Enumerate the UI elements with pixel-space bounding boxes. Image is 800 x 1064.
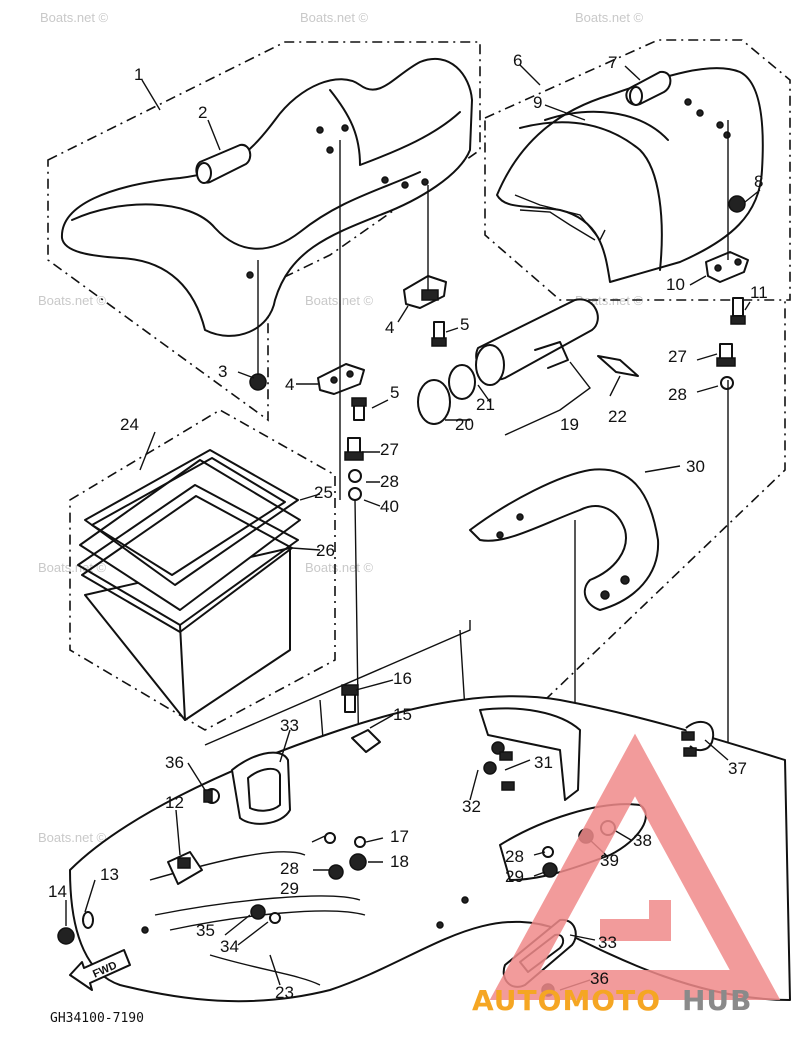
part-number-label: 37 [728,759,747,778]
brand-name-secondary: HUB [682,984,753,1017]
part-number-label: 5 [390,383,399,402]
part-number-label: 40 [380,497,399,516]
part-number-label: 28 [280,859,299,878]
group-boundaries [47,39,791,731]
part-number-label: 29 [280,879,299,898]
part-number-label: 7 [608,53,617,72]
part-number-label: 36 [590,969,609,988]
part-number-label: 27 [380,440,399,459]
watermark: Boats.net © [38,830,107,845]
watermark: Boats.net © [305,560,374,575]
part-number-label: 28 [380,472,399,491]
storage-tube [417,298,639,436]
part-number-label: 31 [534,753,553,772]
part-number-label: 2 [198,103,207,122]
part-number-label: 18 [390,852,409,871]
part-number-label: 10 [666,275,685,294]
part-number-label: 4 [285,375,294,394]
part-number-label: 4 [385,318,394,337]
part-number-label: 36 [165,753,184,772]
part-number-label: 16 [393,669,412,688]
part-number-label: 28 [505,847,524,866]
part-number-label: 35 [196,921,215,940]
part-number-label: 24 [120,415,139,434]
seat-hardware [249,195,749,501]
part-number-label: 1 [134,65,143,84]
leader-lines [65,64,761,991]
part-number-label: 22 [608,407,627,426]
part-number-label: 15 [393,705,412,724]
part-number-label: 14 [48,882,67,901]
seat-handle [195,143,252,184]
part-number-label: 20 [455,415,474,434]
part-number-label: 5 [460,315,469,334]
part-number-label: 3 [218,362,227,381]
part-number-label: 11 [750,283,768,302]
part-number-label: 34 [220,937,239,956]
watermark: Boats.net © [575,10,644,25]
watermark: Boats.net © [300,10,369,25]
part-number-label: 25 [314,483,333,502]
part-number-label: 39 [600,851,619,870]
part-number-label: 32 [462,797,481,816]
diagram-code: GH34100-7190 [50,1011,144,1026]
part-number-label: 17 [390,827,409,846]
part-number-label: 19 [560,415,579,434]
part-number-label: 26 [316,541,335,560]
watermark: Boats.net © [40,10,109,25]
part-number-label: 12 [165,793,184,812]
seat-rear [496,67,764,283]
watermark: Boats.net © [38,293,107,308]
brand-mark [489,733,781,1000]
part-number-label: 38 [633,831,652,850]
part-number-label: 13 [100,865,119,884]
part-number-label: 30 [686,457,705,476]
storage-box [77,449,301,721]
part-number-label: 33 [598,933,617,952]
brand-name-primary: AUTOMOTO [472,984,661,1017]
part-number-label: 21 [476,395,495,414]
brand-logo: AUTOMOTO HUB [472,984,753,1017]
part-number-label: 29 [505,867,524,886]
part-number-label: 28 [668,385,687,404]
part-number-label: 33 [280,716,299,735]
rear-seat-handle [625,70,672,106]
part-number-label: 27 [668,347,687,366]
watermark: Boats.net © [305,293,374,308]
part-number-label: 9 [533,93,542,112]
watermark: Boats.net © [38,560,107,575]
part-number-label: 6 [513,51,522,70]
part-number-label: 23 [275,983,294,1002]
part-number-label: 8 [754,172,763,191]
grab-rail [469,468,660,611]
